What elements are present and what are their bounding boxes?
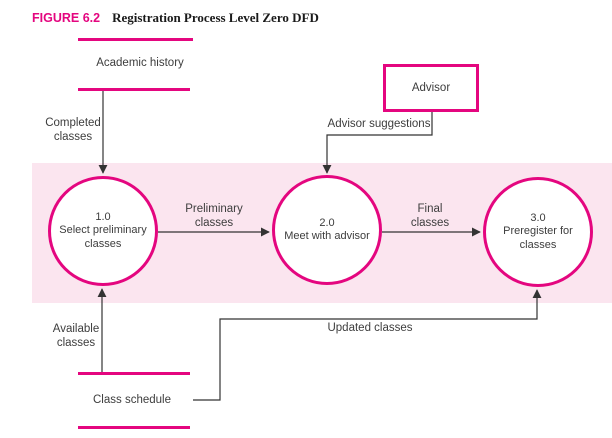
process-3-name: Preregister for classes xyxy=(503,225,573,251)
data-store-class-schedule-label: Class schedule xyxy=(93,394,171,406)
flow-label-preliminary-classes: Preliminary classes xyxy=(185,203,243,229)
flow-line-advisor-suggestions xyxy=(322,112,433,174)
flow-label-advisor-suggestions: Advisor suggestions xyxy=(327,118,431,130)
figure-title: Registration Process Level Zero DFD xyxy=(112,10,319,25)
process-3-preregister-for-classes: 3.0 Preregister for classes xyxy=(483,177,593,287)
external-entity-advisor: Advisor xyxy=(383,64,479,112)
data-store-academic-history-top-bar xyxy=(78,38,193,41)
flow-label-completed-classes: Completed classes xyxy=(45,117,101,143)
process-3-number: 3.0 xyxy=(530,211,546,224)
figure-number-label: FIGURE 6.2 xyxy=(32,11,101,25)
flow-label-final-classes: Final classes xyxy=(410,203,450,229)
flow-label-updated-classes: Updated classes xyxy=(327,322,413,334)
flow-label-available-classes: Available classes xyxy=(52,323,100,349)
external-entity-advisor-label: Advisor xyxy=(411,82,451,94)
data-store-academic-history-bottom-bar xyxy=(78,88,190,91)
flow-line-updated-classes xyxy=(193,289,542,401)
process-2-meet-with-advisor: 2.0 Meet with advisor xyxy=(272,175,382,285)
process-1-number: 1.0 xyxy=(95,210,111,223)
process-2-number: 2.0 xyxy=(319,216,335,229)
data-store-academic-history-label: Academic history xyxy=(96,57,184,69)
process-1-select-preliminary-classes: 1.0 Select preliminary classes xyxy=(48,176,158,286)
data-store-class-schedule-bottom-bar xyxy=(78,426,190,429)
figure-caption: FIGURE 6.2 Registration Process Level Zer… xyxy=(32,9,319,27)
process-2-name: Meet with advisor xyxy=(284,230,370,242)
process-1-name: Select preliminary classes xyxy=(59,224,147,250)
data-store-class-schedule-top-bar xyxy=(78,372,190,375)
